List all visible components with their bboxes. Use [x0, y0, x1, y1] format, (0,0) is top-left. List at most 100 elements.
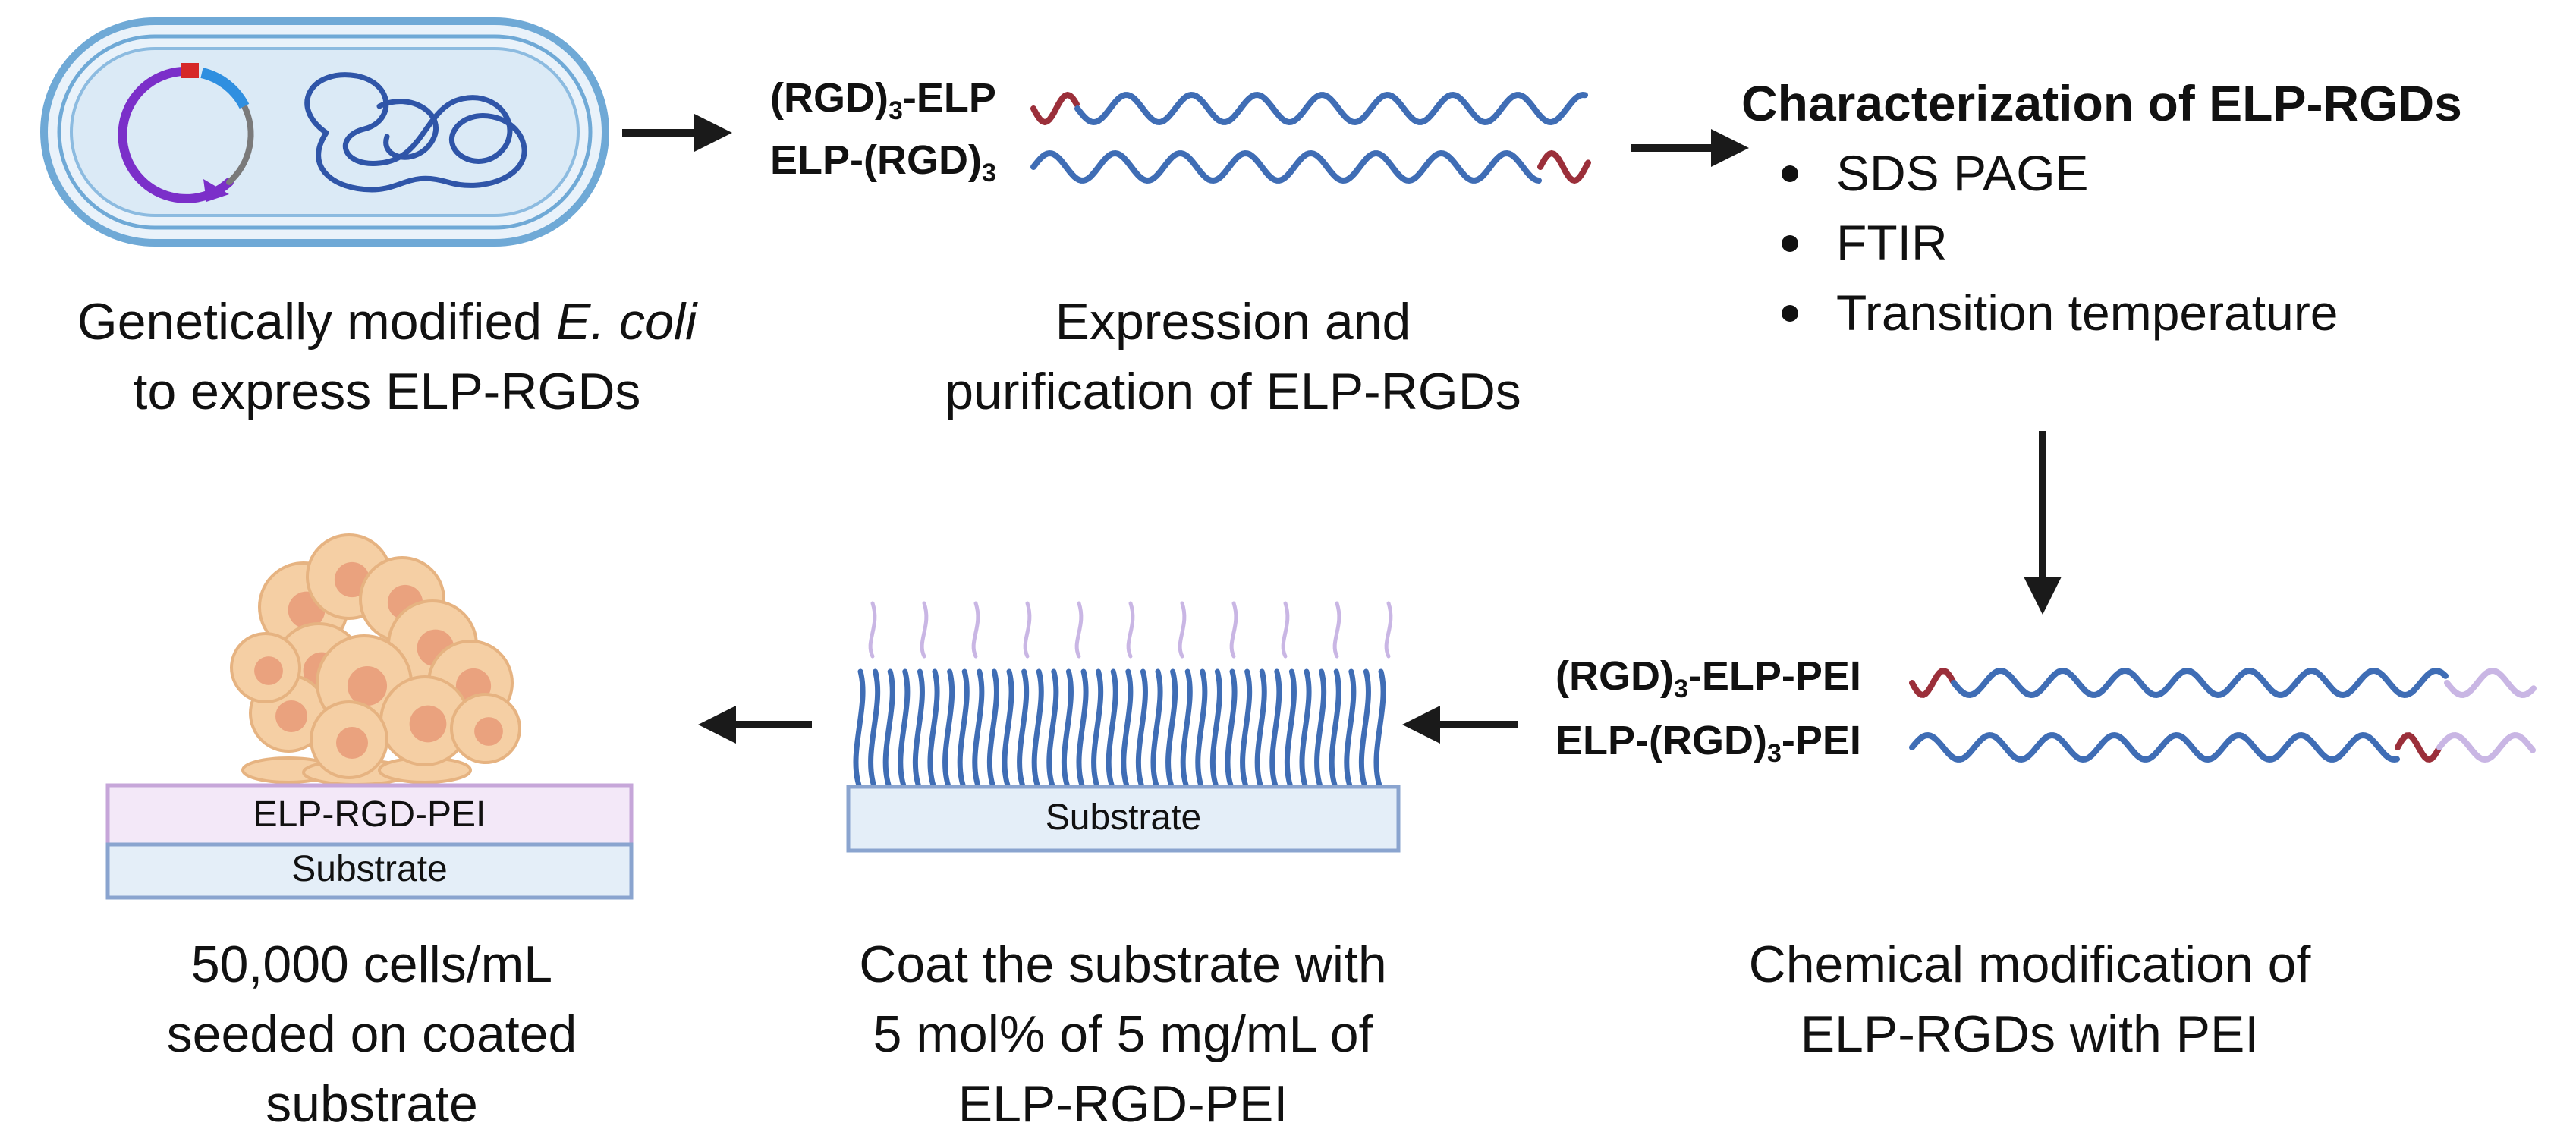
- brush-strand: [1299, 668, 1312, 788]
- brush-strand: [1344, 668, 1357, 788]
- rgd-elp-pei-label-suffix: -ELP-PEI: [1687, 653, 1861, 699]
- coating-substrate: [846, 785, 1401, 853]
- expression-caption: Expression and purification of ELP-RGDs: [835, 287, 1631, 426]
- brush-strand: [1135, 668, 1148, 788]
- rgd-elp-label: (RGD)3-ELP: [770, 74, 996, 126]
- characterization-item: SDS PAGE: [1768, 138, 2339, 208]
- chemical-modification-caption: Chemical modification of ELP-RGDs with P…: [1639, 929, 2420, 1069]
- cell: [310, 700, 388, 779]
- pei-segment: [2436, 731, 2536, 763]
- pei-tail: [1384, 601, 1393, 659]
- characterization-item: FTIR: [1768, 208, 2339, 278]
- brush-strand: [868, 668, 881, 788]
- elp-rgd-pei-label-prefix: ELP-(RGD): [1555, 718, 1767, 763]
- characterization-item: Transition temperature: [1768, 278, 2339, 348]
- elp-chain: [1030, 149, 1542, 184]
- pei-tail: [1178, 601, 1187, 659]
- pei-tail: [920, 601, 929, 659]
- brush-strand: [1358, 668, 1371, 788]
- brush-strand: [1329, 668, 1341, 788]
- coating-substrate-label: Substrate: [1045, 797, 1202, 838]
- brush-strand: [1225, 668, 1238, 788]
- pei-tail: [971, 601, 980, 659]
- rgd-elp-pei-label: (RGD)3-ELP-PEI: [1555, 653, 1861, 704]
- elp-rgd-pei-chains: [1909, 667, 2537, 763]
- brush-strand: [853, 668, 866, 788]
- characterization-heading: Characterization of ELP-RGDs: [1741, 75, 2462, 131]
- coating-caption-line1: Coat the substrate with: [859, 936, 1387, 993]
- brush-strand: [1046, 668, 1059, 788]
- chemical-modification-caption-line2: ELP-RGDs with PEI: [1800, 1005, 2260, 1063]
- plasmid-icon: [118, 63, 254, 203]
- brush-strand: [898, 668, 911, 788]
- brush-strand: [1061, 668, 1074, 788]
- brush-strand: [1091, 668, 1104, 788]
- brush-strand: [1284, 668, 1297, 788]
- brush-strand: [957, 668, 970, 788]
- elp-rgd-pei-label-sub: 3: [1766, 739, 1782, 768]
- brush-strand: [1209, 668, 1222, 788]
- ecoli-caption-text-2: to express ELP-RGDs: [133, 363, 641, 420]
- brush-strand: [986, 668, 999, 788]
- brush-strand: [1373, 668, 1386, 788]
- pei-tail: [1281, 601, 1290, 659]
- brush-strand: [1254, 668, 1267, 788]
- seeded-cells-icon: [230, 533, 521, 786]
- elp-rgd-pei-label-suffix: -PEI: [1781, 718, 1861, 763]
- brush-strand: [972, 668, 985, 788]
- elp-rgd-label-sub: 3: [981, 159, 996, 187]
- seeding-layer-label: ELP-RGD-PEI: [253, 794, 486, 835]
- brush-strand: [1076, 668, 1089, 788]
- pei-tail: [868, 601, 877, 659]
- cell: [230, 632, 301, 703]
- chemical-modification-caption-line1: Chemical modification of: [1748, 936, 2311, 993]
- brush-strand: [882, 668, 895, 788]
- elp-rgd-chains: [1030, 91, 1591, 184]
- brush-strand: [927, 668, 940, 788]
- brush-strand: [1031, 668, 1044, 788]
- rgd-elp-pei-label-sub: 3: [1673, 675, 1688, 703]
- coating-caption-line3: ELP-RGD-PEI: [958, 1075, 1288, 1133]
- seeding-substrate-label: Substrate: [291, 849, 448, 889]
- expression-caption-line2: purification of ELP-RGDs: [945, 363, 1521, 420]
- elp-rgd-label: ELP-(RGD)3: [770, 137, 996, 188]
- brush-strand: [1121, 668, 1134, 788]
- brush-strand: [1195, 668, 1208, 788]
- brush-strand: [1269, 668, 1282, 788]
- pei-segment: [2444, 667, 2537, 699]
- rgd-elp-label-suffix: -ELP: [902, 75, 996, 121]
- rgd-segment: [2395, 732, 2442, 763]
- coating-caption-line2: 5 mol% of 5 mg/mL of: [873, 1005, 1373, 1063]
- brush-strand: [1150, 668, 1163, 788]
- elp-chain: [1951, 667, 2449, 699]
- elp-rgd-pei-label: ELP-(RGD)3-PEI: [1555, 717, 1861, 769]
- pei-tail: [1332, 601, 1341, 659]
- seeding-caption-line2: seeded on coated: [166, 1005, 577, 1063]
- elp-chain: [1909, 731, 2400, 763]
- brush-strand: [942, 668, 955, 788]
- cell: [450, 693, 521, 764]
- seeding-caption: 50,000 cells/mL seeded on coated substra…: [0, 929, 744, 1139]
- rgd-elp-pei-label-prefix: (RGD): [1555, 653, 1674, 699]
- brush-strand: [1106, 668, 1118, 788]
- coating-caption: Coat the substrate with 5 mol% of 5 mg/m…: [728, 929, 1518, 1139]
- seeding-caption-line1: 50,000 cells/mL: [190, 936, 553, 993]
- brush-strand: [1314, 668, 1327, 788]
- pei-tail: [1126, 601, 1135, 659]
- ecoli-caption-species: E. coli: [556, 293, 697, 351]
- brush-strand: [1165, 668, 1178, 788]
- pei-tail: [1023, 601, 1032, 659]
- expression-caption-line1: Expression and: [1055, 293, 1411, 351]
- ecoli-caption-text: Genetically modified: [77, 293, 556, 351]
- seeding-coating-layer: [105, 783, 634, 847]
- elp-rgd-label-prefix: ELP-(RGD): [770, 137, 982, 183]
- brush-strand: [1017, 668, 1030, 788]
- brush-strand: [912, 668, 925, 788]
- seeding-caption-line3: substrate: [266, 1075, 478, 1133]
- rgd-segment: [1030, 91, 1080, 126]
- brush-strand: [1002, 668, 1014, 788]
- brush-strand: [1180, 668, 1193, 788]
- cell: [379, 675, 470, 766]
- rgd-segment: [1909, 667, 1956, 698]
